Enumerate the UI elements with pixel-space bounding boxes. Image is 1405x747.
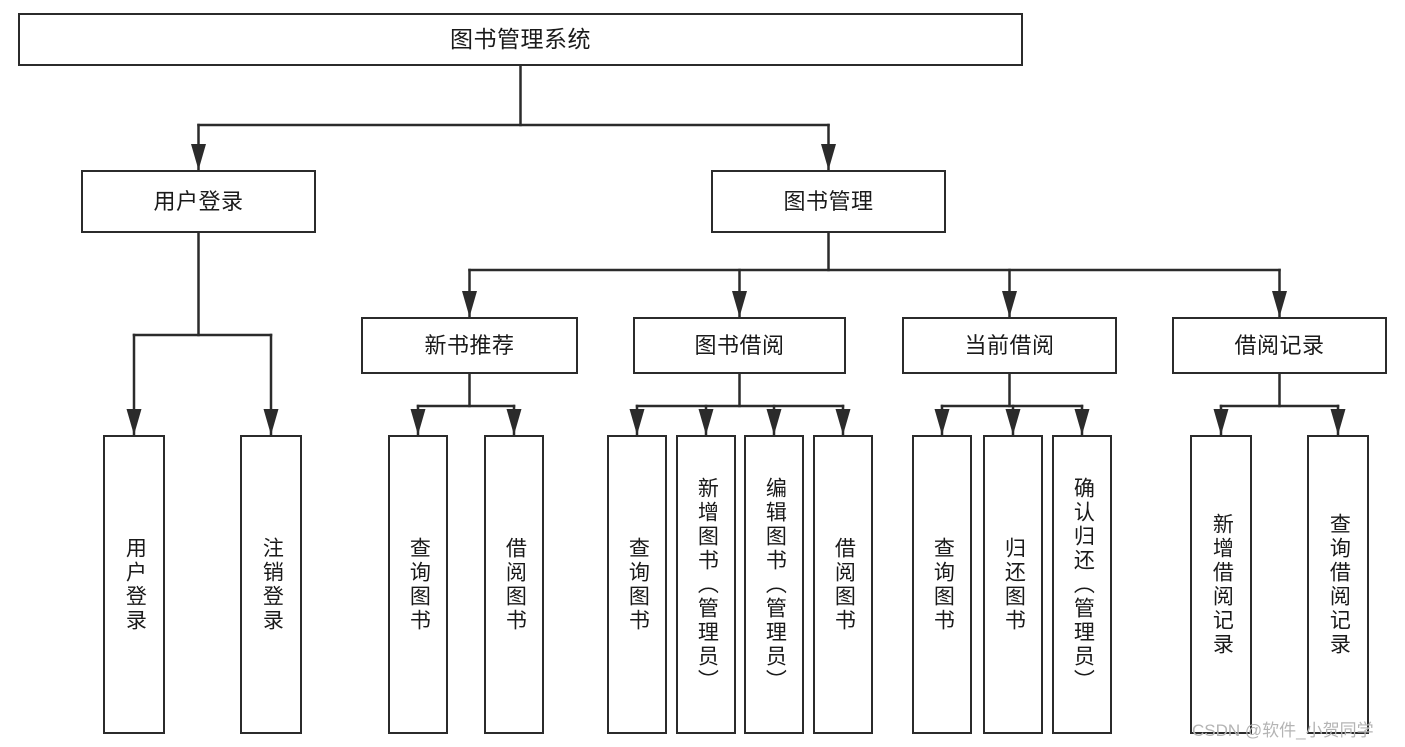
node-leaf-add-book[interactable]: 新增图书（管理员） — [676, 435, 736, 734]
arrowhead-leaf-query-rec — [1330, 409, 1346, 435]
arrowhead-leaf-query-3 — [934, 409, 950, 435]
node-label-leaf-return: 归还图书 — [1002, 536, 1026, 633]
node-label-leaf-add-rec: 新增借阅记录 — [1210, 512, 1234, 657]
arrowhead-leaf-edit-book — [766, 409, 782, 435]
arrowhead-user-login — [191, 144, 206, 170]
connector-lines — [126, 64, 1346, 437]
arrowhead-leaf-logout — [263, 409, 279, 435]
node-book-manage[interactable]: 图书管理 — [711, 170, 946, 233]
node-root[interactable]: 图书管理系统 — [18, 13, 1023, 66]
node-label-leaf-edit-book: 编辑图书（管理员） — [763, 476, 787, 693]
arrowhead-leaf-add-book — [698, 409, 714, 435]
node-leaf-edit-book[interactable]: 编辑图书（管理员） — [744, 435, 804, 734]
node-label-current-borrow: 当前借阅 — [964, 332, 1055, 358]
node-new-book-rec[interactable]: 新书推荐 — [361, 317, 578, 374]
node-label-leaf-user-login: 用户登录 — [123, 536, 147, 633]
arrowhead-leaf-borrow-2 — [835, 409, 851, 435]
node-leaf-return[interactable]: 归还图书 — [983, 435, 1043, 734]
arrowhead-borrow-record — [1272, 291, 1287, 317]
node-user-login[interactable]: 用户登录 — [81, 170, 316, 233]
node-leaf-query-1[interactable]: 查询图书 — [388, 435, 448, 734]
arrowhead-leaf-query-2 — [629, 409, 645, 435]
arrowhead-leaf-query-1 — [410, 409, 426, 435]
node-label-leaf-borrow-1: 借阅图书 — [503, 536, 527, 633]
node-label-leaf-query-2: 查询图书 — [626, 536, 650, 633]
node-leaf-borrow-2[interactable]: 借阅图书 — [813, 435, 873, 734]
arrowhead-book-borrow — [732, 291, 747, 317]
node-leaf-add-rec[interactable]: 新增借阅记录 — [1190, 435, 1252, 734]
node-label-book-borrow: 图书借阅 — [694, 332, 785, 358]
node-leaf-logout[interactable]: 注销登录 — [240, 435, 302, 734]
node-leaf-user-login[interactable]: 用户登录 — [103, 435, 165, 734]
arrowhead-new-book-rec — [462, 291, 477, 317]
node-label-leaf-query-3: 查询图书 — [931, 536, 955, 633]
node-label-leaf-add-book: 新增图书（管理员） — [695, 476, 719, 693]
arrowhead-current-borrow — [1002, 291, 1017, 317]
arrowhead-leaf-confirm — [1074, 409, 1090, 435]
node-label-leaf-borrow-2: 借阅图书 — [832, 536, 856, 633]
node-label-root: 图书管理系统 — [450, 25, 591, 52]
node-leaf-query-3[interactable]: 查询图书 — [912, 435, 972, 734]
node-label-leaf-confirm: 确认归还（管理员） — [1071, 476, 1095, 693]
arrowhead-leaf-borrow-1 — [506, 409, 522, 435]
node-leaf-query-2[interactable]: 查询图书 — [607, 435, 667, 734]
node-leaf-confirm[interactable]: 确认归还（管理员） — [1052, 435, 1112, 734]
node-book-borrow[interactable]: 图书借阅 — [633, 317, 846, 374]
node-label-book-manage: 图书管理 — [783, 188, 874, 214]
node-label-leaf-query-1: 查询图书 — [407, 536, 431, 633]
node-label-borrow-record: 借阅记录 — [1234, 332, 1325, 358]
node-label-user-login: 用户登录 — [153, 188, 244, 214]
arrowhead-leaf-user-login — [126, 409, 142, 435]
arrowhead-leaf-return — [1005, 409, 1021, 435]
node-leaf-query-rec[interactable]: 查询借阅记录 — [1307, 435, 1369, 734]
node-borrow-record[interactable]: 借阅记录 — [1172, 317, 1387, 374]
node-label-new-book-rec: 新书推荐 — [424, 332, 515, 358]
node-label-leaf-logout: 注销登录 — [260, 536, 284, 633]
node-leaf-borrow-1[interactable]: 借阅图书 — [484, 435, 544, 734]
node-label-leaf-query-rec: 查询借阅记录 — [1327, 512, 1351, 657]
arrowhead-leaf-add-rec — [1213, 409, 1229, 435]
arrowhead-book-manage — [821, 144, 836, 170]
node-current-borrow[interactable]: 当前借阅 — [902, 317, 1117, 374]
